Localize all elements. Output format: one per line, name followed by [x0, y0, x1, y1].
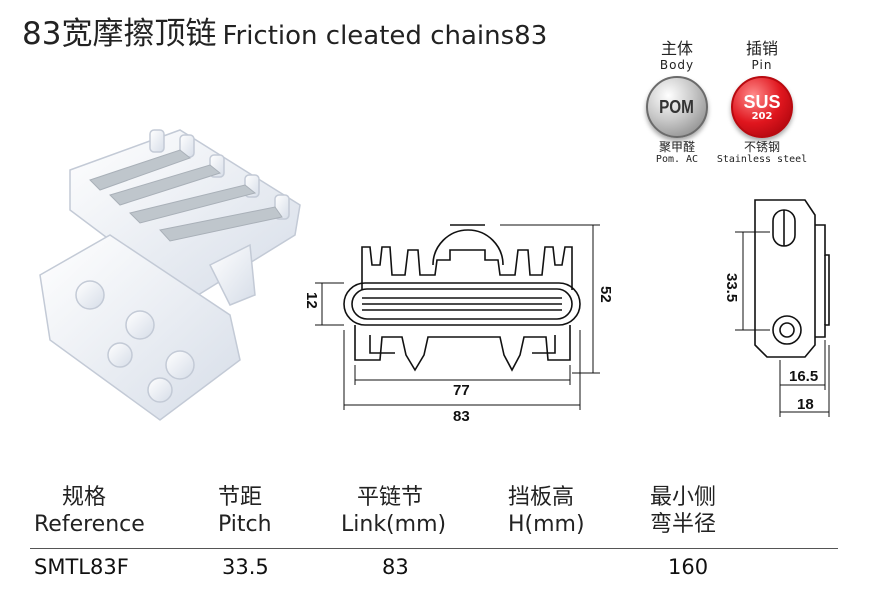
body-name-zh: 聚甲醛: [658, 140, 695, 154]
header-pitch: 节距 Pitch: [218, 485, 272, 537]
dim-height-total: 52: [597, 286, 614, 303]
header-radius: 最小侧 弯半径: [650, 485, 717, 537]
dim-pitch: 33.5: [723, 273, 740, 302]
header-height: 挡板高 H(mm): [508, 485, 585, 537]
dim-width-inner: 77: [453, 382, 470, 399]
body-label-en: Body: [659, 58, 695, 72]
dim-width-total: 83: [453, 408, 470, 425]
header-reference: 规格 Reference: [34, 485, 145, 537]
sus-badge-icon: SUS 202: [731, 76, 793, 138]
pin-label-en: Pin: [751, 58, 773, 72]
pom-badge-text: POM: [659, 96, 695, 117]
pom-badge-icon: POM: [646, 76, 708, 138]
title-en: Friction cleated chains83: [222, 21, 548, 51]
material-pin: 插销 Pin SUS 202 不锈钢 Stainless steel: [712, 39, 812, 166]
sus-badge-text: SUS: [743, 91, 781, 112]
body-name-en: Pom. AC: [655, 154, 699, 165]
dim-height-small: 12: [303, 292, 320, 309]
sus-badge-grade: 202: [751, 110, 773, 122]
title-zh: 83宽摩擦顶链: [22, 16, 217, 52]
side-view-drawing: 33.5 16.5 18: [723, 199, 830, 417]
cell-radius: 160: [668, 555, 709, 579]
material-body: 主体 Body POM 聚甲醛 Pom. AC: [638, 40, 716, 165]
dim-side-inner: 16.5: [789, 368, 818, 385]
body-label-zh: 主体: [660, 39, 693, 58]
table-divider: [30, 548, 838, 549]
header-link: 平链节 Link(mm): [341, 485, 447, 537]
pin-label-zh: 插销: [745, 39, 778, 58]
pin-name-en: Stainless steel: [716, 154, 808, 165]
cell-pitch: 33.5: [222, 555, 269, 579]
dim-side-total: 18: [797, 396, 814, 413]
pin-name-zh: 不锈钢: [743, 140, 780, 154]
chain-photo-illustration: [39, 129, 301, 421]
cell-reference: SMTL83F: [34, 555, 129, 579]
cell-link: 83: [382, 555, 409, 579]
front-view-drawing: 12 52 77 83: [303, 224, 614, 425]
